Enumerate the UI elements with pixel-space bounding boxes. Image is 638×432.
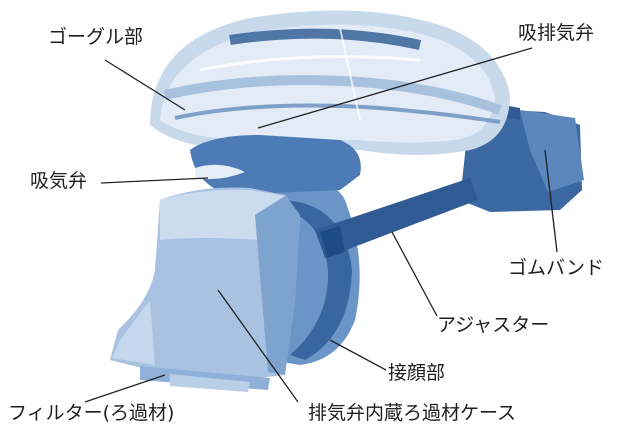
label-filter: フィルター(ろ過材) (8, 402, 175, 424)
adjuster-strap (315, 178, 478, 258)
label-exhalation-valve: 吸排気弁 (518, 22, 595, 44)
label-goggle-part: ゴーグル部 (48, 26, 144, 48)
label-face-contact: 接顔部 (388, 362, 446, 384)
mask-body (190, 135, 361, 195)
label-filter-case: 排気弁内蔵ろ過材ケース (308, 402, 517, 424)
goggle-part (150, 10, 510, 155)
leader-goggle (104, 59, 186, 111)
leader-rubber-band (544, 149, 558, 253)
filter-element (140, 366, 270, 392)
label-adjuster: アジャスター (437, 314, 550, 336)
leader-filter-case (217, 289, 299, 403)
leader-filter (84, 374, 166, 403)
leader-exhalation-valve (257, 47, 533, 129)
leader-lines (84, 47, 558, 403)
label-intake-valve: 吸気弁 (30, 170, 88, 192)
leader-adjuster (391, 231, 438, 317)
leader-intake-valve (100, 177, 209, 184)
filter-case (110, 164, 300, 380)
label-rubber-band: ゴムバンド (508, 257, 604, 279)
leader-face-contact (329, 339, 387, 371)
